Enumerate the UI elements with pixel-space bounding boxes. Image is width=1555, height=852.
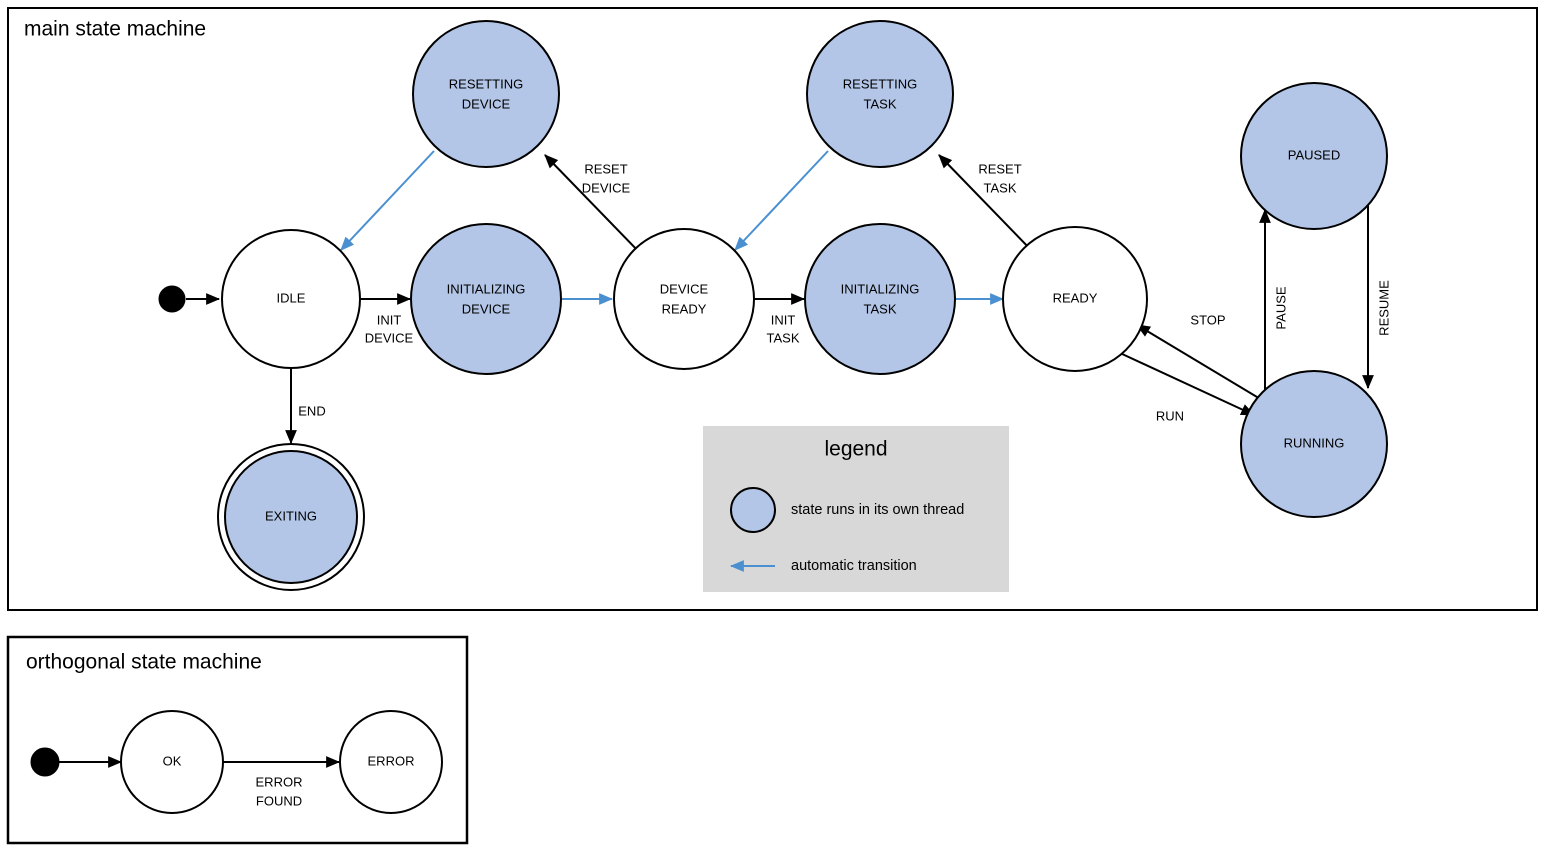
edge-line	[1119, 352, 1256, 416]
state-node-paused[interactable]: PAUSED	[1240, 82, 1388, 230]
state-circle-ready	[1002, 226, 1148, 372]
transition-ok-to-error: ERROR FOUND	[223, 756, 341, 808]
edge-line	[544, 154, 642, 255]
transition-device-ready-to-resetting-device: RESET DEVICE	[544, 154, 642, 255]
state-circle-initializing-device	[410, 223, 562, 375]
state-node-initializing-task[interactable]: INITIALIZING TASK	[804, 223, 956, 375]
state-label-resetting-task-1: RESETTING	[843, 76, 917, 91]
state-circle-resetting-task	[806, 20, 954, 168]
state-node-running[interactable]: RUNNING	[1240, 370, 1388, 518]
state-circle-running	[1240, 370, 1388, 518]
transition-resetting-device-to-idle	[340, 150, 435, 251]
edge-label-init-task-2: TASK	[767, 330, 800, 345]
transition-running-to-ready: STOP	[1136, 312, 1263, 401]
legend-title: legend	[824, 438, 887, 461]
state-label-device-ready-1: DEVICE	[660, 281, 709, 296]
main-frame-title: main state machine	[24, 18, 206, 41]
state-circle-paused	[1240, 82, 1388, 230]
legend-auto-label: automatic transition	[791, 558, 917, 574]
transition-resetting-task-to-device-ready	[734, 150, 829, 251]
transition-device-ready-to-initializing-task: INIT TASK	[754, 293, 806, 345]
state-label-resetting-device-2: DEVICE	[462, 96, 511, 111]
state-node-idle[interactable]: IDLE	[221, 229, 361, 369]
state-circle-idle	[221, 229, 361, 369]
state-label-ok: OK	[163, 753, 182, 768]
edge-line-automatic	[734, 150, 829, 251]
state-node-initializing-device[interactable]: INITIALIZING DEVICE	[410, 223, 562, 375]
state-label-device-ready-2: READY	[662, 301, 707, 316]
transition-ready-to-resetting-task: RESET TASK	[938, 154, 1036, 255]
transition-paused-to-running: RESUME	[1362, 205, 1391, 390]
edge-label-run: RUN	[1156, 408, 1184, 423]
transition-idle-to-initializing-device: INIT DEVICE	[360, 293, 414, 345]
state-label-idle: IDLE	[277, 290, 306, 305]
state-label-error: ERROR	[368, 753, 415, 768]
state-label-initializing-task-1: INITIALIZING	[841, 281, 920, 296]
state-label-initializing-device-1: INITIALIZING	[447, 281, 526, 296]
state-node-resetting-device[interactable]: RESETTING DEVICE	[412, 20, 560, 168]
edge-label-reset-device-2: DEVICE	[582, 180, 631, 195]
state-label-initializing-device-2: DEVICE	[462, 301, 511, 316]
state-label-running: RUNNING	[1284, 435, 1345, 450]
state-label-paused: PAUSED	[1288, 147, 1341, 162]
state-node-error[interactable]: ERROR	[339, 710, 443, 814]
transition-idle-to-exiting: END	[285, 368, 326, 445]
state-label-initializing-task-2: TASK	[864, 301, 897, 316]
edge-label-pause: PAUSE	[1273, 286, 1288, 329]
state-node-exiting[interactable]: EXITING	[217, 443, 365, 591]
edge-label-end: END	[298, 403, 325, 418]
transition-running-to-paused: PAUSE	[1259, 208, 1288, 400]
state-circle-error	[339, 710, 443, 814]
orthogonal-initial-state-dot	[30, 747, 60, 777]
edge-label-reset-task-1: RESET	[978, 161, 1021, 176]
orthogonal-frame-title: orthogonal state machine	[26, 651, 262, 674]
edge-label-init-device-2: DEVICE	[365, 330, 414, 345]
state-label-exiting: EXITING	[265, 508, 317, 523]
state-label-resetting-task-2: TASK	[864, 96, 897, 111]
edge-label-init-task-1: INIT	[771, 312, 796, 327]
state-circle-ok	[120, 710, 224, 814]
state-circle-resetting-device	[412, 20, 560, 168]
legend-thread-label: state runs in its own thread	[791, 502, 964, 518]
edge-label-resume: RESUME	[1376, 280, 1391, 336]
edge-line	[938, 154, 1036, 255]
transition-ready-to-running: RUN	[1119, 352, 1256, 423]
edge-label-error-found-2: FOUND	[256, 793, 302, 808]
state-node-ready[interactable]: READY	[1002, 226, 1148, 372]
state-circle-device-ready	[613, 228, 755, 370]
state-circle-exiting	[224, 450, 358, 584]
edge-label-reset-device-1: RESET	[584, 161, 627, 176]
edge-label-error-found-1: ERROR	[256, 774, 303, 789]
state-node-device-ready[interactable]: DEVICE READY	[613, 228, 755, 370]
initial-state-dot	[158, 285, 186, 313]
edge-label-stop: STOP	[1190, 312, 1225, 327]
state-node-ok[interactable]: OK	[120, 710, 224, 814]
legend-thread-circle-icon	[730, 487, 776, 533]
edge-label-init-device-1: INIT	[377, 312, 402, 327]
state-label-resetting-device-1: RESETTING	[449, 76, 523, 91]
legend-panel: legend state runs in its own thread auto…	[703, 426, 1009, 592]
edge-line-automatic	[340, 150, 435, 251]
state-label-ready: READY	[1053, 290, 1098, 305]
edge-line	[1136, 324, 1263, 401]
state-node-resetting-task[interactable]: RESETTING TASK	[806, 20, 954, 168]
state-circle-initializing-task	[804, 223, 956, 375]
edge-label-reset-task-2: TASK	[984, 180, 1017, 195]
